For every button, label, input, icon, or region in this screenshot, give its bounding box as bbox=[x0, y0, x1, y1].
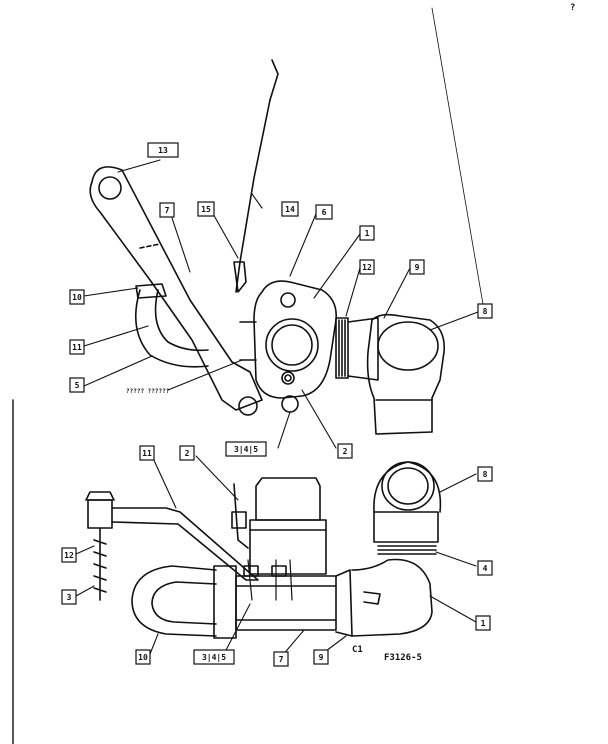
corner-mark: ? bbox=[570, 3, 575, 13]
callout-upper-8: 8 bbox=[483, 307, 488, 316]
callout-lower-9: 9 bbox=[319, 653, 324, 662]
callout-lower-2: 2 bbox=[185, 449, 190, 458]
callout-upper-7: 7 bbox=[165, 206, 170, 215]
callout-upper-10: 10 bbox=[72, 293, 82, 302]
callout-lower-345: 3|4|5 bbox=[202, 653, 226, 662]
callout-upper-1: 1 bbox=[365, 229, 370, 238]
callout-lower-3: 3 bbox=[67, 593, 72, 602]
upper-control-rod bbox=[233, 59, 279, 293]
callout-lower-4: 4 bbox=[483, 564, 488, 573]
callout-lower-8: 8 bbox=[483, 470, 488, 479]
callout-upper-2: 2 bbox=[343, 447, 348, 456]
lower-actuator bbox=[231, 477, 327, 575]
callout-lower-10: 10 bbox=[138, 653, 148, 662]
callout-upper-12: 12 bbox=[362, 263, 372, 272]
callout-upper-11: 11 bbox=[72, 343, 82, 352]
callout-upper-14: 14 bbox=[285, 205, 295, 214]
lower-bolt-bracket bbox=[85, 491, 259, 601]
upper-bracket-arm bbox=[89, 166, 263, 416]
lower-center-pipe bbox=[235, 559, 337, 631]
figure-code-prefix: C1 bbox=[352, 645, 363, 655]
callout-upper-15: 15 bbox=[201, 205, 211, 214]
callout-upper-13: 13 bbox=[158, 146, 168, 155]
callout-lower-7: 7 bbox=[279, 655, 284, 664]
callout-upper-345: 3|4|5 bbox=[234, 445, 258, 454]
callout-upper-6: 6 bbox=[322, 208, 327, 217]
lower-left-elbow bbox=[131, 565, 237, 639]
upper-right-elbow bbox=[366, 313, 446, 435]
callout-lower-12: 12 bbox=[64, 551, 74, 560]
illegible-note: ????? ?????? bbox=[126, 388, 170, 395]
upper-center-flange bbox=[239, 280, 338, 413]
scan-line bbox=[431, 7, 485, 311]
callout-lower-1: 1 bbox=[481, 619, 486, 628]
lower-right-elbow bbox=[335, 461, 442, 637]
callout-upper-9: 9 bbox=[415, 263, 420, 272]
callout-upper-5: 5 bbox=[75, 381, 80, 390]
callout-lower-11: 11 bbox=[142, 449, 152, 458]
figure-code: F3126-5 bbox=[384, 653, 422, 663]
upper-left-elbow bbox=[134, 283, 209, 368]
